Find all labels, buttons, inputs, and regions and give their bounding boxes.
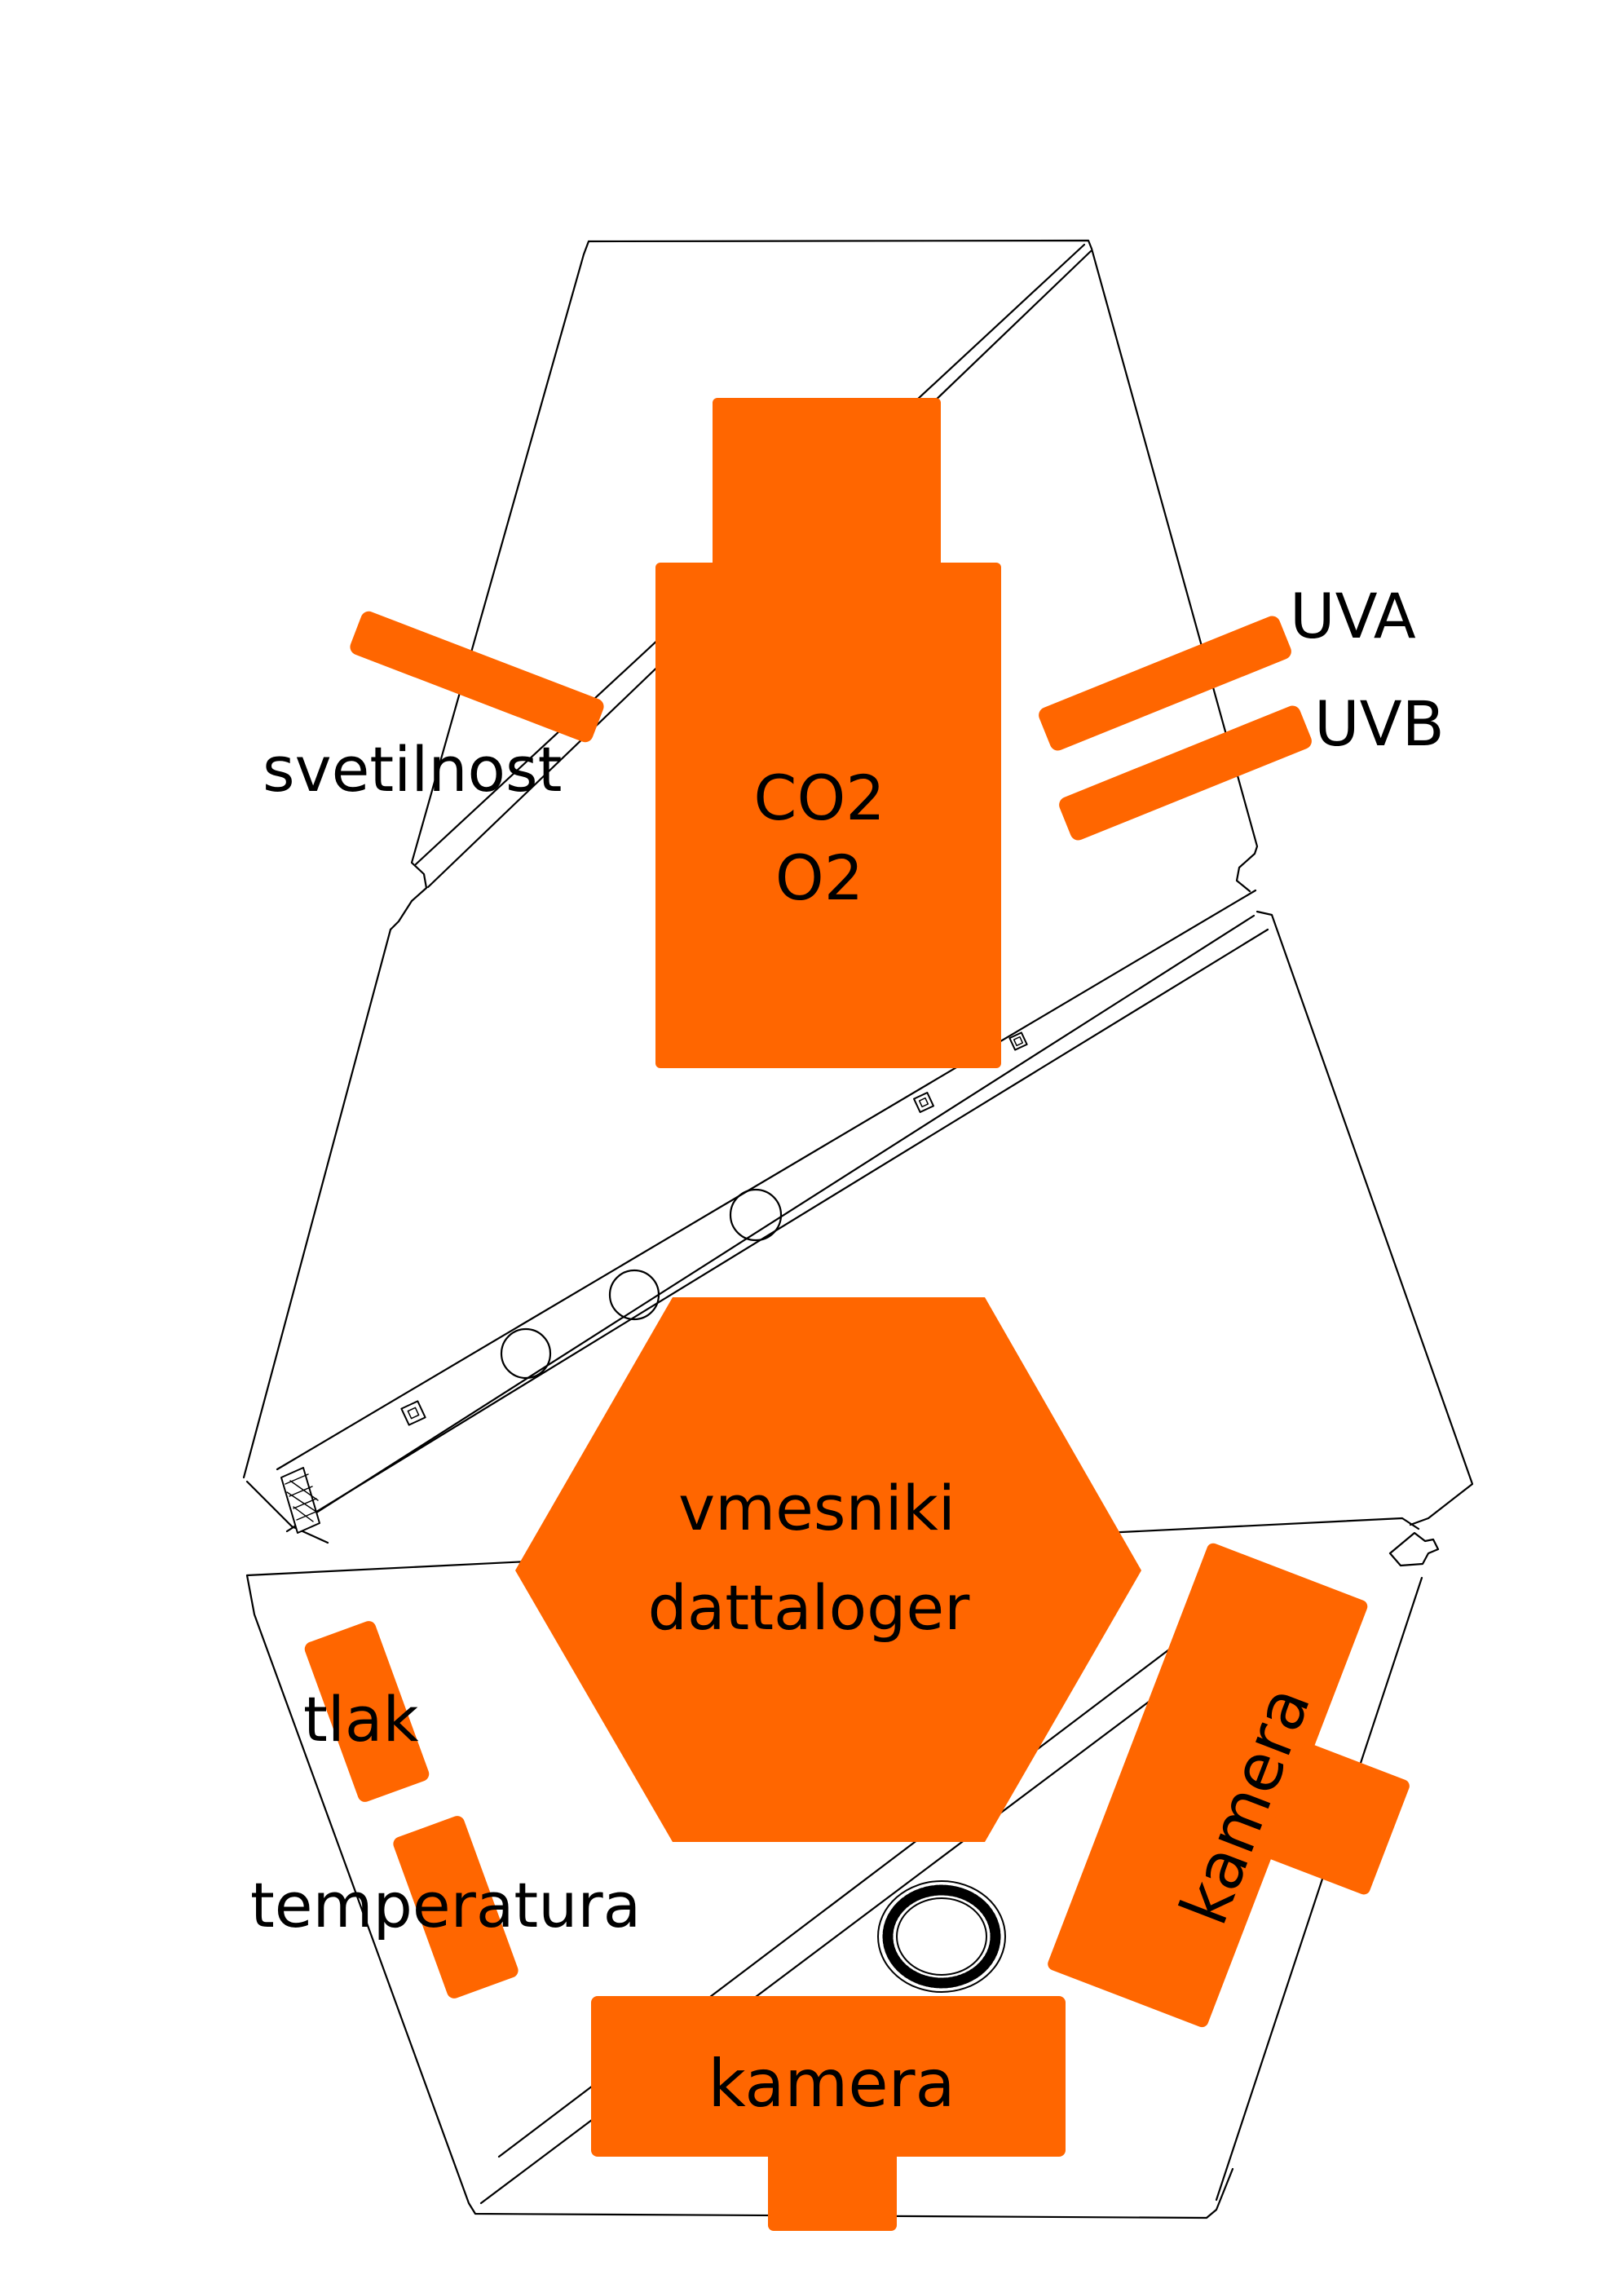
side-camera-lens bbox=[1263, 1742, 1410, 1895]
lower-section-outline bbox=[245, 1517, 1423, 2219]
hub-label-line2: dattaloger bbox=[648, 1571, 971, 1644]
temperature-sensor-block bbox=[393, 1816, 519, 1999]
side-camera-body bbox=[1048, 1543, 1368, 2028]
uva-sensor-label: UVA bbox=[1290, 580, 1416, 652]
co2-o2-sensor-body bbox=[655, 563, 1001, 1068]
bottom-camera-lens bbox=[768, 2144, 897, 2231]
bottom-camera-body bbox=[591, 1996, 1066, 2157]
bottom-camera bbox=[591, 1996, 1066, 2231]
port-hole-1 bbox=[500, 1327, 552, 1380]
co2-o2-sensor-top bbox=[713, 398, 941, 573]
labels: CO2 O2 svetilnost UVA UVB vmesniki datta… bbox=[250, 580, 1445, 2122]
gas-sensor-label-line1: CO2 bbox=[753, 762, 885, 834]
components bbox=[304, 398, 1410, 2231]
light-sensor-bar bbox=[350, 611, 604, 743]
bottom-camera-label: kamera bbox=[708, 2046, 955, 2122]
side-camera bbox=[1048, 1543, 1410, 2028]
co2-o2-sensor bbox=[655, 398, 1001, 1068]
mounting-square-3 bbox=[1008, 1031, 1028, 1051]
uvb-sensor-bar bbox=[1059, 705, 1312, 841]
right-latch bbox=[1388, 1531, 1440, 1567]
middle-inner-strip bbox=[276, 889, 1269, 1526]
mounting-square-1 bbox=[400, 1400, 426, 1426]
pressure-sensor-block bbox=[304, 1621, 430, 1802]
middle-section-outline bbox=[242, 910, 1474, 1544]
pressure-sensor-label: tlak bbox=[303, 1683, 419, 1756]
light-sensor-label: svetilnost bbox=[263, 733, 562, 806]
hub-label-line1: vmesniki bbox=[678, 1472, 955, 1544]
uva-sensor-bar bbox=[1039, 616, 1291, 751]
enclosure-outline bbox=[242, 239, 1474, 2219]
port-hole-3 bbox=[729, 1188, 783, 1242]
uvb-sensor-label: UVB bbox=[1314, 687, 1445, 760]
hatched-ring bbox=[877, 1880, 1006, 1993]
datalogger-hub bbox=[515, 1297, 1141, 1842]
port-hole-2 bbox=[608, 1269, 660, 1321]
mounting-square-2 bbox=[913, 1092, 934, 1113]
temperature-sensor-label: temperatura bbox=[250, 1869, 641, 1941]
left-hatched-strap bbox=[280, 1467, 320, 1534]
gas-sensor-label-line2: O2 bbox=[775, 841, 863, 914]
